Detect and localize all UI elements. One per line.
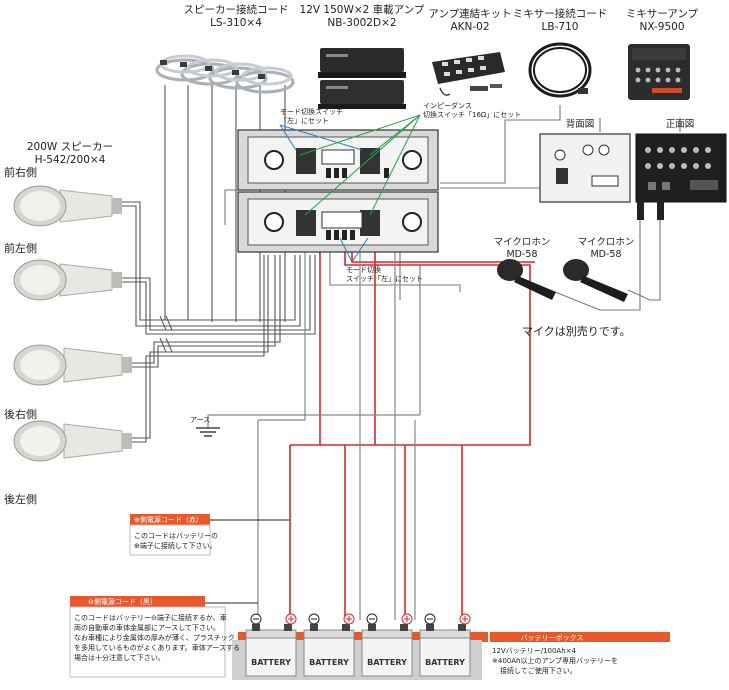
battery-terminal-markers (250, 613, 471, 625)
signal-wires (224, 105, 681, 415)
speaker-cable-name: スピーカー接続コード (184, 3, 289, 16)
mixer-amp-photo (628, 44, 690, 100)
link-kit-model: AKN-02 (450, 21, 489, 33)
mode-switch-top-line1: モード切換スイッチ (280, 107, 343, 116)
plus-cord-callout (129, 514, 211, 556)
battery-1 (245, 624, 297, 677)
mode-switch-bottom-line2: スイッチ「左」にセット (346, 274, 423, 283)
link-kit-name: アンプ連結キット (428, 7, 511, 20)
mixer-cable-name: ミキサー接続コード (513, 7, 608, 20)
front-view-label: 正面図 (666, 119, 695, 130)
battery-label: BATTERY (425, 658, 465, 667)
battery-4 (419, 624, 471, 677)
terminal-icon (264, 150, 284, 170)
speaker-front-right (13, 185, 122, 227)
link-kit-photo (432, 52, 505, 96)
speaker-cable-coils (155, 54, 295, 94)
mic1-model: MD-58 (506, 249, 537, 260)
speaker-position-front-right: 前右側 (4, 165, 37, 179)
minus-cord-line1: このコードはバッテリー⊖端子に接続するか、車 (74, 613, 227, 622)
battery-box-title: バッテリーボックス (521, 634, 584, 642)
mode-switch-bottom-line1: モード切換 (346, 265, 381, 274)
impedance-line1: インピーダンス (423, 101, 472, 110)
cable-coil (155, 54, 295, 94)
battery-units (245, 624, 471, 677)
battery-label: BATTERY (367, 658, 407, 667)
switch-icon (360, 210, 380, 236)
terminal-icon (402, 212, 422, 232)
amp-model: NB-3002D×2 (327, 17, 396, 29)
mixer-front-view (635, 133, 727, 203)
wire-break-marks (159, 315, 173, 353)
plus-cord-title: ⊕側電源コード（赤） (134, 515, 203, 524)
mixer-amp-name: ミキサーアンプ (626, 8, 699, 20)
mixer-amp-model: NX-9500 (639, 21, 684, 33)
mixer-cable-photo (528, 42, 592, 98)
amp-photo (318, 48, 406, 109)
amp-unit-top (237, 129, 439, 191)
plug-icon (160, 60, 167, 65)
battery-2 (303, 624, 355, 677)
mode-switch-top-line2: 「左」にセット (280, 116, 329, 125)
speaker-model: H-542/200×4 (35, 154, 106, 166)
mic2-name: マイクロホン (578, 237, 635, 248)
speaker-cable-model: LS-310×4 (210, 17, 262, 29)
mic-note: マイクは別売りです。 (522, 325, 631, 338)
plus-cord-line2: ⊕端子に接続して下さい。 (134, 541, 217, 550)
amp-name: 12V 150W×2 車載アンプ (300, 3, 425, 16)
battery-box-line2: ※400Ah以上のアンプ専用バッテリーを (492, 656, 618, 665)
minus-cord-line4: を多用しているものがよくあります。車体アースする (74, 643, 240, 652)
pointer-lines (279, 114, 421, 263)
mic2-model: MD-58 (590, 249, 621, 260)
speaker-name: 200W スピーカー (27, 141, 113, 153)
switch-icon (296, 210, 316, 236)
callout-leaders (205, 519, 290, 604)
mixer-rear-view (539, 133, 631, 203)
microphone-1 (497, 259, 556, 300)
battery-3 (361, 624, 413, 677)
speaker-front-left (13, 259, 122, 301)
speaker-position-front-left: 前左側 (4, 241, 37, 255)
minus-cord-line3: なお車種により金属体の厚みが薄く、プラスチック (74, 633, 235, 642)
speaker-rear-left (13, 420, 132, 462)
ground-symbol-icon (196, 427, 220, 437)
mic1-name: マイクロホン (494, 237, 551, 248)
ground-label: アース (190, 416, 210, 424)
impedance-line2: 切換スイッチ「16Ω」にセット (423, 110, 521, 119)
microphone-2 (563, 259, 628, 302)
amp-unit-bottom (237, 191, 439, 253)
red-power-wires (289, 240, 535, 620)
minus-cord-title: ⊖側電源コード（黒） (88, 597, 157, 606)
speaker-position-rear-right: 後右側 (4, 407, 37, 421)
minus-cord-line2: 両の自動車の車体金属部にアースして下さい。 (74, 623, 220, 632)
plug-icon (258, 74, 265, 79)
speaker-position-rear-left: 後左側 (4, 492, 37, 506)
plug-icon (205, 66, 212, 71)
minus-cord-line5: 場合は十分注意して下さい。 (74, 653, 165, 662)
ground-wires (207, 230, 420, 620)
battery-box-line1: 12Vバッテリー/100Ah×4 (492, 647, 577, 655)
mic-plugs (637, 200, 664, 220)
mixer-cable-model: LB-710 (542, 21, 579, 33)
battery-box-line3: 接続してご使用下さい。 (500, 666, 577, 675)
speaker-rear-right (13, 344, 132, 386)
rear-view-label: 背面図 (566, 118, 595, 130)
plug-icon (180, 62, 187, 67)
terminal-icon (264, 212, 284, 232)
plug-icon (232, 70, 239, 75)
battery-label: BATTERY (251, 658, 291, 667)
battery-label: BATTERY (309, 658, 349, 667)
switch-icon (296, 148, 316, 174)
minus-cord-callout (69, 596, 226, 678)
terminal-icon (402, 150, 422, 170)
plus-cord-line1: このコードはバッテリーの (134, 532, 218, 540)
